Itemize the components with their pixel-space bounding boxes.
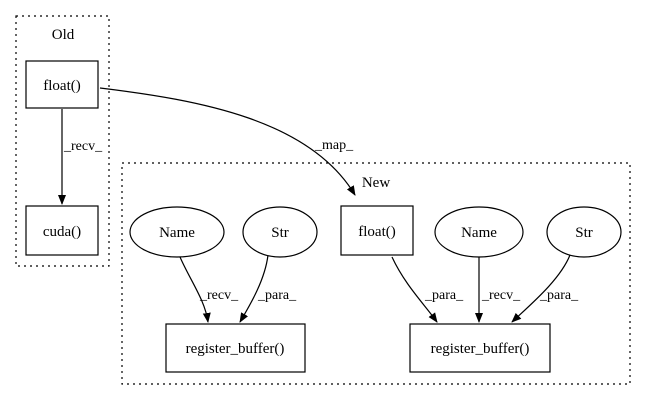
edge-float-to-new-float: _map_	[99, 87, 356, 196]
node-label: Str	[271, 225, 289, 241]
edge-line	[179, 256, 211, 323]
edge-label: _recv_	[199, 288, 239, 303]
node-ellipse	[129, 206, 225, 258]
node-label: cuda()	[43, 224, 81, 240]
cluster-new: New	[121, 162, 631, 385]
node-new-str-left: Str	[242, 206, 318, 258]
node-label: register_buffer()	[186, 341, 285, 357]
node-ellipse	[242, 206, 318, 258]
edge-line	[99, 87, 356, 196]
node-new-register-left: register_buffer()	[165, 323, 306, 373]
edge-label: _para_	[539, 288, 579, 303]
edge-float-to-register-right: _para_	[391, 256, 464, 323]
edge-str-left-to-register-left: _para_	[239, 254, 297, 323]
edge-name-right-to-register-right: _recv_	[475, 257, 521, 323]
edge-float-to-cuda: _recv_	[58, 109, 103, 205]
edge-label: _para_	[424, 288, 464, 303]
node-new-name-right: Name	[434, 206, 524, 258]
node-label: Name	[159, 225, 195, 241]
cluster-old-label: Old	[52, 27, 75, 43]
node-box	[25, 60, 99, 109]
node-new-register-right: register_buffer()	[409, 323, 551, 373]
cluster-old-border	[15, 15, 110, 267]
node-label: float()	[358, 224, 395, 240]
node-label: Name	[461, 225, 497, 241]
node-label: register_buffer()	[431, 341, 530, 357]
node-box	[340, 205, 414, 256]
edge-label: _para_	[257, 288, 297, 303]
node-label: float()	[43, 78, 80, 94]
node-new-str-right: Str	[546, 206, 622, 258]
node-ellipse	[434, 206, 524, 258]
node-box	[165, 323, 306, 373]
node-old-float: float()	[25, 60, 99, 109]
cluster-new-label: New	[362, 175, 390, 191]
node-new-name-left: Name	[129, 206, 225, 258]
node-old-cuda: cuda()	[25, 205, 99, 256]
edge-label: _recv_	[63, 139, 103, 154]
cluster-new-border	[121, 162, 631, 385]
edge-line	[391, 256, 438, 323]
node-new-float: float()	[340, 205, 414, 256]
edge-name-left-to-register-left: _recv_	[179, 256, 239, 323]
node-label: Str	[575, 225, 593, 241]
edge-str-right-to-register-right: _para_	[511, 254, 579, 323]
edge-label: _recv_	[481, 288, 521, 303]
cluster-old: Old	[15, 15, 110, 267]
edge-label: _map_	[314, 138, 354, 153]
node-box	[409, 323, 551, 373]
edge-line	[239, 254, 269, 323]
edge-line	[511, 254, 571, 323]
node-ellipse	[546, 206, 622, 258]
node-box	[25, 205, 99, 256]
